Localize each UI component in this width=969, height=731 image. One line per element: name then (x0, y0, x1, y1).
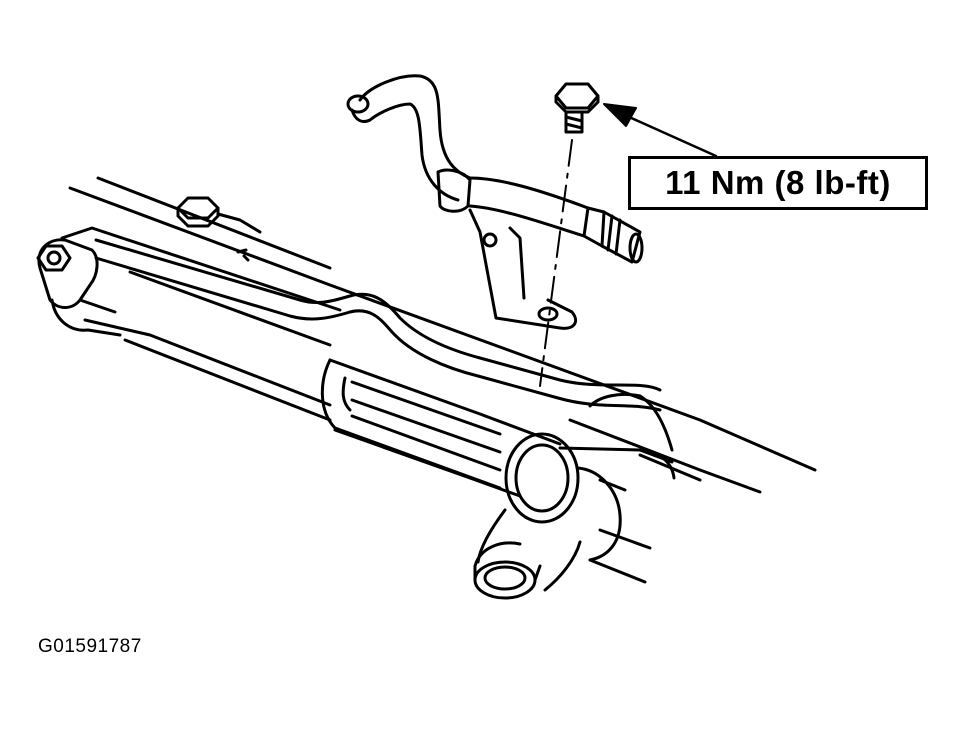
figure-id-label: G01591787 (38, 636, 142, 657)
lower-port (473, 541, 542, 600)
torque-spec-label: 11 Nm (8 lb-ft) (665, 164, 891, 201)
callout-leader-arrow (603, 103, 718, 158)
torque-callout-box: 11 Nm (8 lb-ft) (628, 156, 928, 210)
callout-bolt-icon (554, 82, 600, 134)
left-nut-icon (36, 244, 72, 272)
return-hose (346, 74, 644, 264)
hose-bracket (468, 208, 577, 330)
rack-housing (60, 176, 817, 584)
pressure-line (94, 238, 674, 452)
bolt-axis-line (539, 139, 573, 387)
rack-mount-bolt-icon (176, 196, 262, 262)
